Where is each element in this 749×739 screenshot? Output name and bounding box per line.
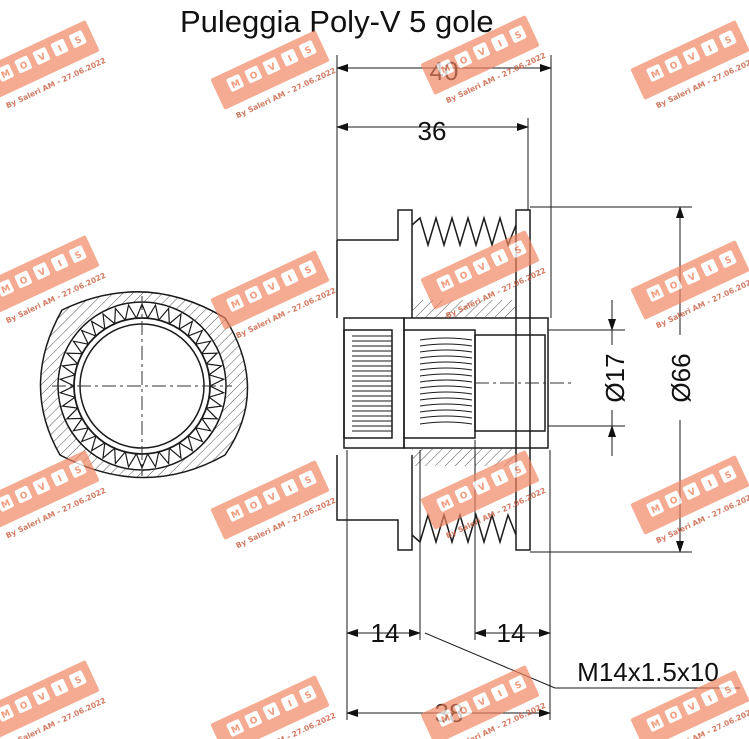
dim-bore-diameter: Ø17 — [600, 353, 630, 402]
end-view — [39, 291, 249, 479]
dim-body-width: 36 — [418, 116, 447, 146]
drawing-title: Puleggia Poly-V 5 gole — [180, 4, 494, 39]
dimension-lines — [336, 55, 740, 720]
dim-left-offset: 14 — [371, 618, 400, 648]
dimension-labels: 40 36 Ø17 Ø66 14 14 M14x1.5x10 38 — [371, 56, 719, 728]
movis-watermark: By Saleri AM - 27.06.2022 — [210, 30, 337, 120]
dim-thread: M14x1.5x10 — [577, 657, 719, 687]
movis-watermark: By Saleri AM - 27.06.2022 — [0, 450, 107, 540]
dim-outer-diameter: Ø66 — [666, 353, 696, 402]
movis-watermark: By Saleri AM - 27.06.2022 — [630, 20, 749, 110]
movis-watermark: By Saleri AM - 27.06.2022 — [630, 455, 749, 545]
movis-watermark: By Saleri AM - 27.06.2022 — [0, 660, 107, 739]
movis-watermark: By Saleri AM - 27.06.2022 — [210, 675, 337, 739]
movis-watermark: By Saleri AM - 27.06.2022 — [0, 20, 107, 110]
section-view — [336, 209, 575, 551]
movis-watermark: By Saleri AM - 27.06.2022 — [630, 240, 749, 330]
dim-right-offset: 14 — [497, 618, 526, 648]
movis-watermark: By Saleri AM - 27.06.2022 — [210, 460, 337, 550]
